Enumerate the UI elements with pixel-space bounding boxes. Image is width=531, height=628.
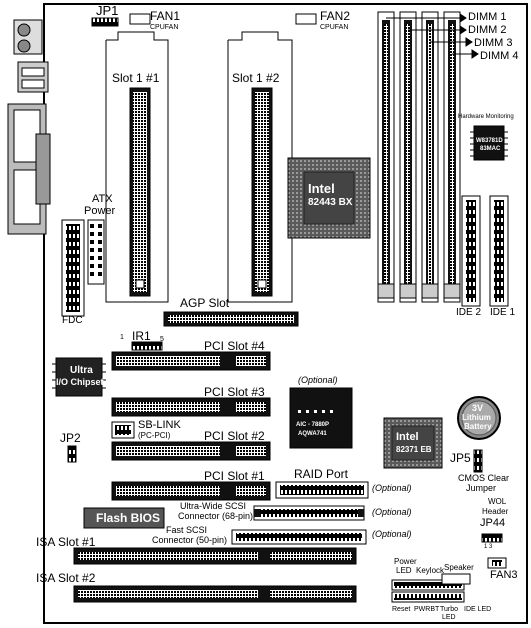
fan2-sub-label: CPUFAN <box>320 24 349 31</box>
isa1-label: ISA Slot #1 <box>36 535 96 549</box>
slot1-2-frame <box>227 31 293 303</box>
atx-power-label-1: ATX <box>92 193 113 205</box>
dimm3-label: DIMM 3 <box>474 37 513 49</box>
jp44-label: JP44 <box>480 517 506 529</box>
jp5-label: JP5 <box>450 451 471 465</box>
pci4-label: PCI Slot #4 <box>204 339 265 353</box>
intel-eb-label-1: Intel <box>396 431 419 443</box>
atx-power-label-2: Power <box>84 205 116 217</box>
jp1-header <box>91 17 119 27</box>
sblink-label: SB-LINK <box>138 419 181 431</box>
aic-optional-label: (Optional) <box>298 375 338 385</box>
ide1-label: IDE 1 <box>490 307 516 318</box>
hw-chip-label: W83781D <box>476 138 503 144</box>
jp2-jumper <box>67 445 77 463</box>
dimm1-label: DIMM 1 <box>468 11 507 23</box>
hw-monitor-chip <box>473 125 505 161</box>
battery-label-1: 3V <box>472 403 484 413</box>
ir1-header <box>131 341 163 351</box>
ultra-io-label-1: Ultra <box>70 365 93 376</box>
ide2-label: IDE 2 <box>456 307 482 318</box>
ir1-pin5-label: 5 <box>160 336 164 343</box>
jp44-header <box>481 533 503 543</box>
fan1-connector <box>129 13 151 25</box>
intel-bx-label-1: Intel <box>308 181 335 196</box>
slot1-1-frame <box>105 31 169 303</box>
jp44-pins-label: 1 3 <box>484 544 493 550</box>
pwrbt-label: PWRBT <box>414 606 440 613</box>
fan1-label: FAN1 <box>150 9 181 23</box>
pci2-label: PCI Slot #2 <box>204 429 265 443</box>
fan3-label: FAN3 <box>490 569 518 581</box>
fan2-label: FAN2 <box>320 9 351 23</box>
aic-chip-label-1: AIC - 7880P <box>296 422 330 428</box>
cmos-clear-label-2: Jumper <box>466 483 497 493</box>
turbo-led-label-2: LED <box>442 614 456 621</box>
turbo-led-label-1: Turbo <box>440 606 459 613</box>
fan2-connector <box>295 13 317 25</box>
sblink-sub-label: (PC-PCI) <box>138 431 171 440</box>
raid-port-label: RAID Port <box>294 467 349 481</box>
intel-bx-label-2: 82443 BX <box>308 197 353 208</box>
ir1-pin1-label: 1 <box>120 334 124 341</box>
jp1-label: JP1 <box>96 3 119 18</box>
flash-bios-chip <box>83 507 165 529</box>
fast-scsi-label-2: Connector (50-pin) <box>152 535 228 545</box>
aic-chip-label-2: AQWA741 <box>298 431 327 437</box>
wol-label-2: Header <box>482 507 509 516</box>
ultra-io-chip <box>55 357 103 397</box>
keylock-label: Keylock <box>416 566 445 575</box>
uw-scsi-label-1: Ultra-Wide SCSI <box>180 501 247 511</box>
pci3-label: PCI Slot #3 <box>204 385 265 399</box>
flash-bios-label: Flash BIOS <box>96 511 161 525</box>
pci-slots <box>111 351 271 501</box>
back-panel-connectors <box>7 19 51 235</box>
agp-slot-label: AGP Slot <box>180 296 230 310</box>
aic-7880p-chip <box>289 387 353 449</box>
front-panel-headers <box>391 573 471 603</box>
reset-label: Reset <box>392 606 411 613</box>
uw-scsi-label-2: Connector (68-pin) <box>178 511 254 521</box>
cmos-clear-label-1: CMOS Clear <box>458 473 510 483</box>
fan1-sub-label: CPUFAN <box>150 24 179 31</box>
battery-label-2: Lithium <box>462 413 491 422</box>
dimm4-label: DIMM 4 <box>480 50 519 62</box>
ide-led-label: IDE LED <box>464 606 492 613</box>
fdc-label: FDC <box>62 315 83 326</box>
pci1-label: PCI Slot #1 <box>204 469 265 483</box>
hw-chip-label-2: 83MAC <box>480 146 501 152</box>
dimm2-label: DIMM 2 <box>468 24 507 36</box>
hw-monitoring-label: Hardware Monitoring <box>458 114 514 120</box>
slot1-2-label: Slot 1 #2 <box>232 71 280 85</box>
fast-optional-label: (Optional) <box>372 529 412 539</box>
jp5-jumper <box>473 449 483 473</box>
ultra-io-label-2: I/O Chipset <box>56 377 104 387</box>
ir1-label: IR1 <box>132 329 151 343</box>
dimm-slots <box>377 11 461 303</box>
dimm-arrows <box>386 13 479 59</box>
fast-scsi-label-1: Fast SCSI <box>166 525 208 535</box>
wol-label-1: WOL <box>488 497 507 506</box>
slot1-1-label: Slot 1 #1 <box>112 71 160 85</box>
jp2-label: JP2 <box>60 431 81 445</box>
power-led-label-2: LED <box>396 566 412 575</box>
uw-optional-label: (Optional) <box>372 507 412 517</box>
power-led-label-1: Power <box>394 557 417 566</box>
speaker-label: Speaker <box>444 563 474 572</box>
battery-label-3: Battery <box>464 422 492 431</box>
raid-optional-label: (Optional) <box>372 483 412 493</box>
intel-eb-label-2: 82371 EB <box>396 445 432 454</box>
isa2-label: ISA Slot #2 <box>36 571 96 585</box>
